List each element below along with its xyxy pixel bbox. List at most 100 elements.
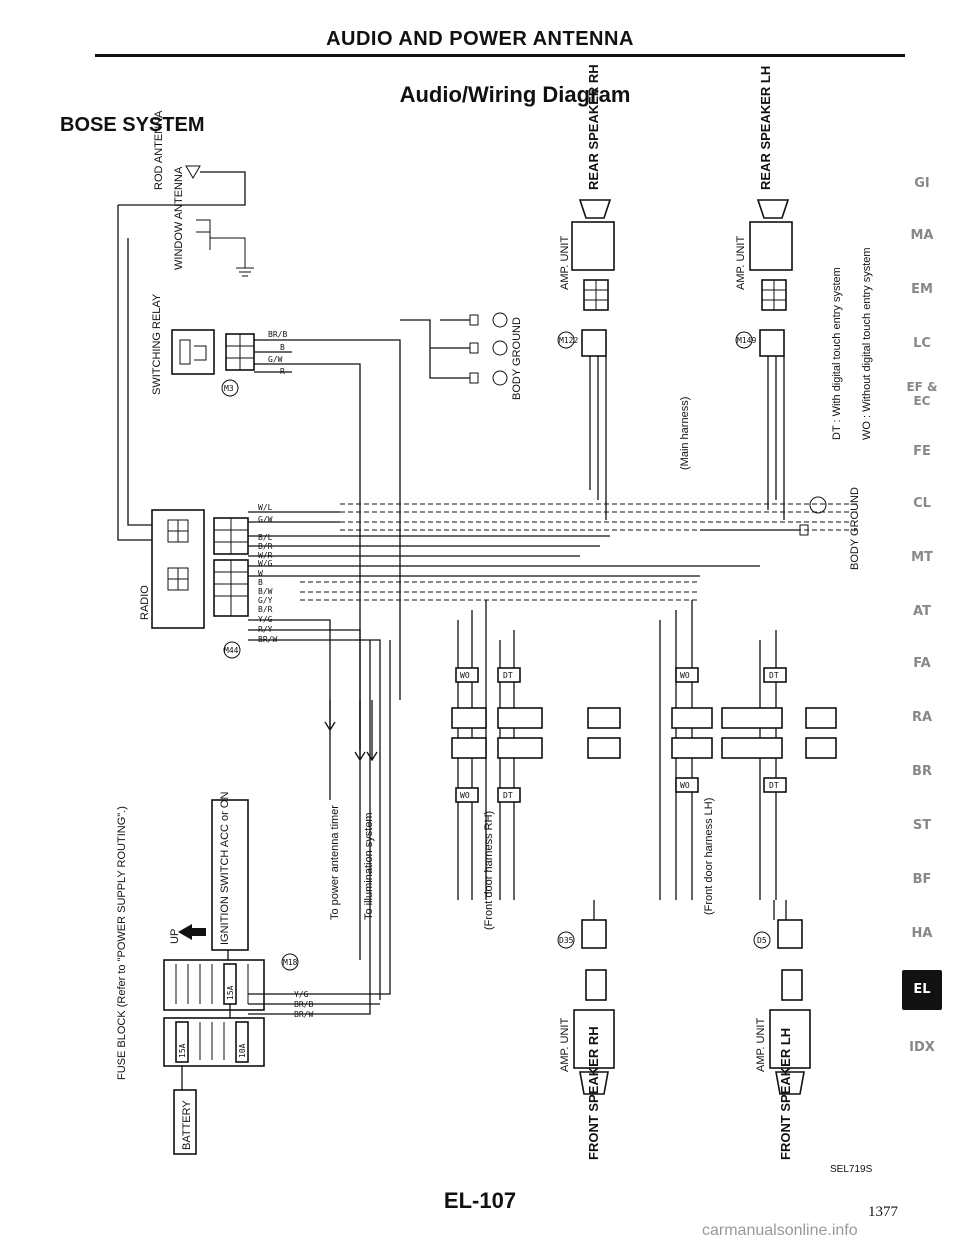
fuse-15a-b: 15A — [178, 1043, 187, 1058]
fuse-10a: 10A — [238, 1043, 247, 1058]
side-tab-el[interactable]: EL — [902, 970, 942, 1010]
legend-wo: WO : Without digital touch entry system — [861, 247, 873, 440]
ignition-switch: IGNITION SWITCH ACC or ON — [211, 792, 249, 951]
up-label: UP — [169, 929, 181, 944]
dt-label-4: DT — [769, 781, 779, 790]
side-tab-ra[interactable]: RA — [911, 710, 933, 725]
rod-antenna: ROD ANTENNA — [118, 110, 246, 206]
legend-dt: DT : With digital touch entry system — [831, 267, 843, 440]
page-header-title: AUDIO AND POWER ANTENNA — [326, 28, 634, 50]
dt-label-2: DT — [503, 791, 513, 800]
battery: BATTERY — [173, 1089, 197, 1155]
wire-label: W/R — [258, 551, 273, 560]
system-label: BOSE SYSTEM — [60, 114, 205, 136]
wire-label: W/L — [258, 503, 273, 512]
fuse-block: 15A 15A 10A FUSE BLOCK (Refer to "POWER … — [116, 806, 299, 1080]
body-ground-upper: BODY GROUND — [400, 312, 523, 400]
switching-relay: SWITCHING RELAY M3 — [151, 293, 255, 397]
dt-label: DT — [503, 671, 513, 680]
wire-label: R/Y — [258, 625, 273, 634]
wo-label: WO — [460, 671, 470, 680]
dt-label-3: DT — [769, 671, 779, 680]
window-antenna-label: WINDOW ANTENNA — [173, 166, 185, 270]
wire-label: G/W — [268, 355, 283, 364]
window-antenna: WINDOW ANTENNA — [173, 166, 254, 277]
radio-unit: RADIO M44 — [139, 509, 249, 659]
up-arrow: UP — [169, 924, 206, 944]
side-tab-st[interactable]: ST — [912, 818, 932, 833]
wire-label: G/W — [258, 515, 273, 524]
wire-label: B/R — [258, 542, 273, 551]
wire-label: Y/G — [294, 990, 309, 999]
fuse-block-label: FUSE BLOCK (Refer to "POWER SUPPLY ROUTI… — [116, 806, 128, 1080]
radio-wires: W/L G/W B/L B/R W/R W/G W B B/W G/Y B/R … — [248, 503, 860, 1000]
wo-label-4: WO — [680, 781, 690, 790]
connector-d5: D5 — [757, 936, 767, 945]
wire-label: B/R — [258, 605, 273, 614]
rear-speaker-lh: REAR SPEAKER LH AMP. UNIT M149 — [735, 66, 793, 357]
junction-rh: WO DT WO DT — [451, 600, 621, 900]
page-code: EL-107 — [443, 1188, 517, 1213]
side-tab-lc[interactable]: LC — [913, 336, 931, 351]
front-speaker-rh: D35 AMP. UNIT FRONT SPEAKER RH — [557, 919, 615, 1160]
side-tab-cl[interactable]: CL — [913, 496, 931, 511]
switching-relay-label: SWITCHING RELAY — [151, 293, 163, 395]
rear-speaker-rh-label: REAR SPEAKER RH — [586, 64, 601, 190]
amp-unit-label: AMP. UNIT — [559, 236, 571, 290]
rear-speaker-rh: REAR SPEAKER RH AMP. UNIT M122 — [557, 64, 615, 357]
side-tab-ha[interactable]: HA — [911, 926, 933, 941]
rear-speaker-lh-label: REAR SPEAKER LH — [758, 66, 773, 190]
side-tab-ef-ec[interactable]: EF & EC — [906, 380, 938, 408]
side-tab-fe[interactable]: FE — [913, 444, 931, 459]
wo-label-3: WO — [680, 671, 690, 680]
watermark: carmanualsonline.info — [702, 1222, 858, 1239]
front-speaker-lh: D5 AMP. UNIT FRONT SPEAKER LH — [753, 919, 811, 1160]
wire-label: W/G — [258, 559, 273, 568]
front-speaker-lh-label: FRONT SPEAKER LH — [778, 1028, 793, 1160]
wire-label: B — [258, 578, 263, 587]
connector-d35: D35 — [559, 936, 574, 945]
radio-label: RADIO — [139, 585, 151, 620]
body-ground-label-upper: BODY GROUND — [511, 317, 523, 400]
side-tab-br[interactable]: BR — [912, 764, 932, 779]
wo-label-2: WO — [460, 791, 470, 800]
side-tab-at[interactable]: AT — [913, 604, 931, 619]
main-harness-label: (Main harness) — [679, 397, 691, 470]
connector-m44: M44 — [224, 646, 239, 655]
wire-label: B/W — [258, 587, 273, 596]
wire-label: G/Y — [258, 596, 273, 605]
to-illumination-system: To illumination system — [363, 812, 375, 920]
fuse-15a: 15A — [226, 985, 235, 1000]
side-tab-ma[interactable]: MA — [910, 228, 934, 243]
body-ground-lower: BODY GROUND — [700, 487, 861, 570]
rod-antenna-label: ROD ANTENNA — [153, 110, 165, 190]
side-tab-fa[interactable]: FA — [913, 656, 931, 671]
front-door-rh-label: (Front door harness RH) — [483, 811, 495, 930]
wire-label: BR/W — [294, 1010, 313, 1019]
diagram-title: Audio/Wiring Diagram — [399, 82, 631, 107]
wire-label: BR/B — [294, 1000, 313, 1009]
header-rule — [95, 54, 905, 57]
body-ground-label-lower: BODY GROUND — [849, 487, 861, 570]
side-tab-mt[interactable]: MT — [911, 550, 933, 565]
front-speaker-rh-label: FRONT SPEAKER RH — [586, 1026, 601, 1160]
figure-ref-code: SEL719S — [830, 1164, 873, 1175]
side-tab-em[interactable]: EM — [911, 282, 933, 297]
page-number: 1377 — [868, 1204, 898, 1220]
wire-label: R — [280, 367, 285, 376]
amp-unit-label-lh: AMP. UNIT — [735, 236, 747, 290]
side-tab-idx[interactable]: IDX — [909, 1040, 935, 1055]
wire-label: Y/G — [258, 615, 273, 624]
wire-label: BR/W — [258, 635, 277, 644]
wire-label: W — [258, 569, 263, 578]
ignition-switch-label: IGNITION SWITCH ACC or ON — [219, 792, 231, 945]
side-tab-gi[interactable]: GI — [914, 176, 930, 191]
wire-label: B — [280, 343, 285, 352]
connector-m3: M3 — [224, 384, 234, 393]
wire-label: BR/B — [268, 330, 287, 339]
connector-m18: M18 — [283, 958, 298, 967]
connector-m122: M149 — [737, 336, 756, 345]
side-tab-bf[interactable]: BF — [912, 872, 932, 887]
to-power-antenna-timer: To power antenna timer — [329, 805, 341, 920]
